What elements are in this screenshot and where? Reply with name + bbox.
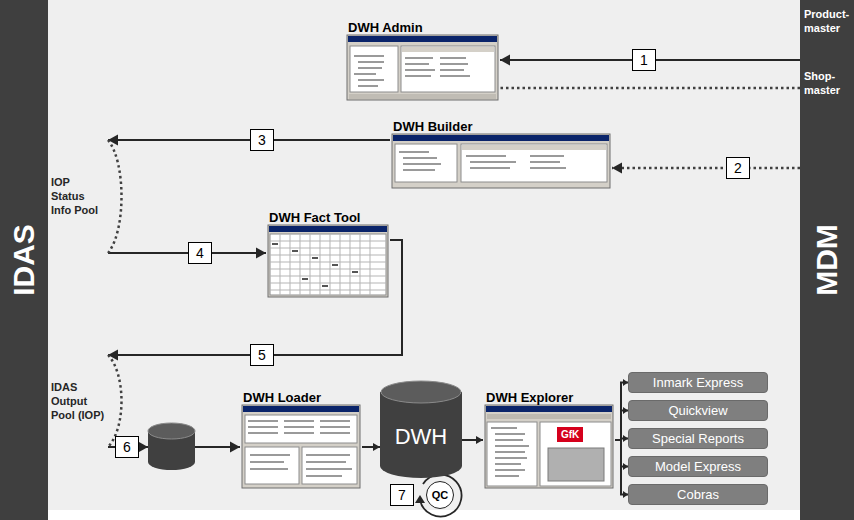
output-pill: Cobras [628,484,768,505]
brand-logo: GfK [557,427,583,442]
callout-number: 6 [115,436,139,458]
panel [48,0,800,510]
connector-line [108,252,266,254]
database-cylinder: DWH [380,380,462,478]
window-screenshot [268,225,388,297]
connector-line [612,167,800,170]
arrow-head [256,248,266,259]
callout-number: 7 [390,484,414,506]
connector-line [615,440,628,495]
connector [615,440,628,498]
callout-number: 4 [188,242,212,264]
arrow-head [230,442,240,453]
callout-number: 2 [726,157,750,179]
window-screenshot [392,134,610,188]
arrow-head [500,55,510,66]
connector-line [615,411,628,441]
connector [612,163,800,174]
qc-cycle-arrow [415,475,462,517]
window-screenshot [347,35,498,100]
band-title: IDAS [7,224,41,296]
connector [462,436,483,444]
pool-label: IDAS Output Pool (IOP) [46,347,108,457]
node-text: Product- master [804,8,852,36]
tool-window: DWH Fact Tool [266,208,390,300]
pool-label: IOP Status Info Pool [46,132,108,262]
callout-number: 5 [250,344,274,366]
arrow-head [612,163,622,174]
window-screenshot [242,405,360,488]
output-pill: Inmark Express [628,372,768,393]
callout-number: 3 [250,129,274,151]
node-text: Special Reports [652,431,744,446]
output-pill: Quickview [628,400,768,421]
node-text: Quickview [668,403,727,418]
window-screenshot [485,405,613,488]
arrow-head [373,443,380,451]
master-data-label: Shop- master [800,66,854,100]
connector [615,379,628,440]
node-text: Cobras [677,487,719,502]
node-text: DWH Explorer [483,390,576,406]
tool-window: DWH Explorer [483,388,615,490]
system-band: MDM Product- masterShop- master [800,0,854,520]
node-text: IDAS Output Pool (IOP) [51,381,108,422]
connector-line [615,383,628,441]
staging-cylinder [139,423,195,470]
dotted-flow-curve [108,140,122,447]
node-text: Inmark Express [653,375,743,390]
band-title: MDM [810,224,844,296]
node-text: Shop- master [804,70,852,98]
node-text: DWH Fact Tool [266,210,363,226]
connector-line [108,139,390,141]
tool-window: DWH Admin [345,18,500,102]
connector [615,407,628,440]
node-text: DWH Builder [390,119,475,135]
connector [362,443,380,451]
connector [500,88,800,89]
node-text: Model Express [655,459,741,474]
node-text: DWH Loader [240,390,324,406]
output-pill: Special Reports [628,428,768,449]
master-data-label: Product- master [800,4,854,66]
arrow-head [476,436,483,444]
qc-circle: QC [426,481,454,509]
node-text: IOP Status Info Pool [51,176,103,217]
callout-number: 1 [632,49,656,71]
node-text: DWH [395,424,448,450]
connector [108,135,390,146]
tool-window: DWH Builder [390,117,612,190]
node-text: QC [432,489,449,501]
system-band: IDAS [0,0,48,520]
node-text: DWH Admin [345,20,426,36]
tool-window: DWH Loader [240,388,362,490]
connector-line [500,87,800,90]
connector [108,248,266,259]
output-pill: Model Express [628,456,768,477]
